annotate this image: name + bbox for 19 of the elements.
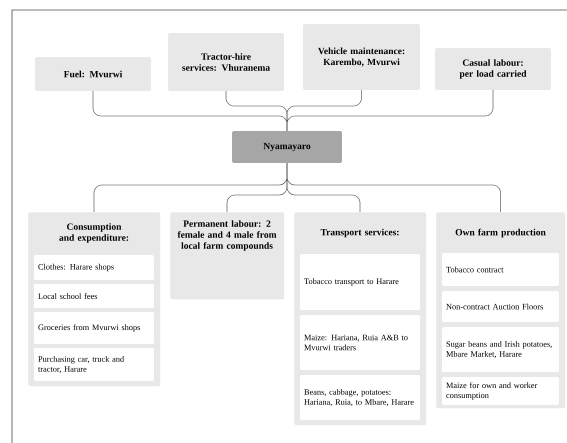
item-box: Non-contract Auction Floors <box>442 291 559 322</box>
category-box: Tractor-hire services: Vhuranema <box>168 33 284 91</box>
item-box: Groceries from Mvurwi shops <box>34 312 154 344</box>
connector <box>286 90 494 132</box>
item-box: Tobacco contract <box>442 253 559 286</box>
item-box: Clothes: Harare shops <box>34 255 154 280</box>
center-box: Nyamayaro <box>232 131 342 163</box>
item-box: Maize for own and worker consumption <box>442 377 559 405</box>
item-box: Local school fees <box>34 284 154 308</box>
category-box: Vehicle maintenance: Karembo, Mvurwi <box>303 24 420 90</box>
connector <box>286 162 501 212</box>
item-box: Sugar beans and Irish potatoes, Mbare Market, Harare <box>442 327 559 372</box>
item-box: Maize: Hariana, Ruia A&B to Mvurwi traders <box>300 315 420 370</box>
category-box: Fuel: Mvurwi <box>35 57 151 91</box>
category-box: Permanent labour: 2 female and 4 male from local farm compounds <box>170 212 284 300</box>
item-box: Beans, cabbage, potatoes: Hariana, Ruia, to Mbare, Harare <box>300 375 420 420</box>
item-box: Purchasing car, truck and tractor, Harare <box>34 348 154 381</box>
category-box: Casual labour: per load carried <box>435 48 551 90</box>
item-box: Tobacco transport to Harare <box>300 254 420 310</box>
